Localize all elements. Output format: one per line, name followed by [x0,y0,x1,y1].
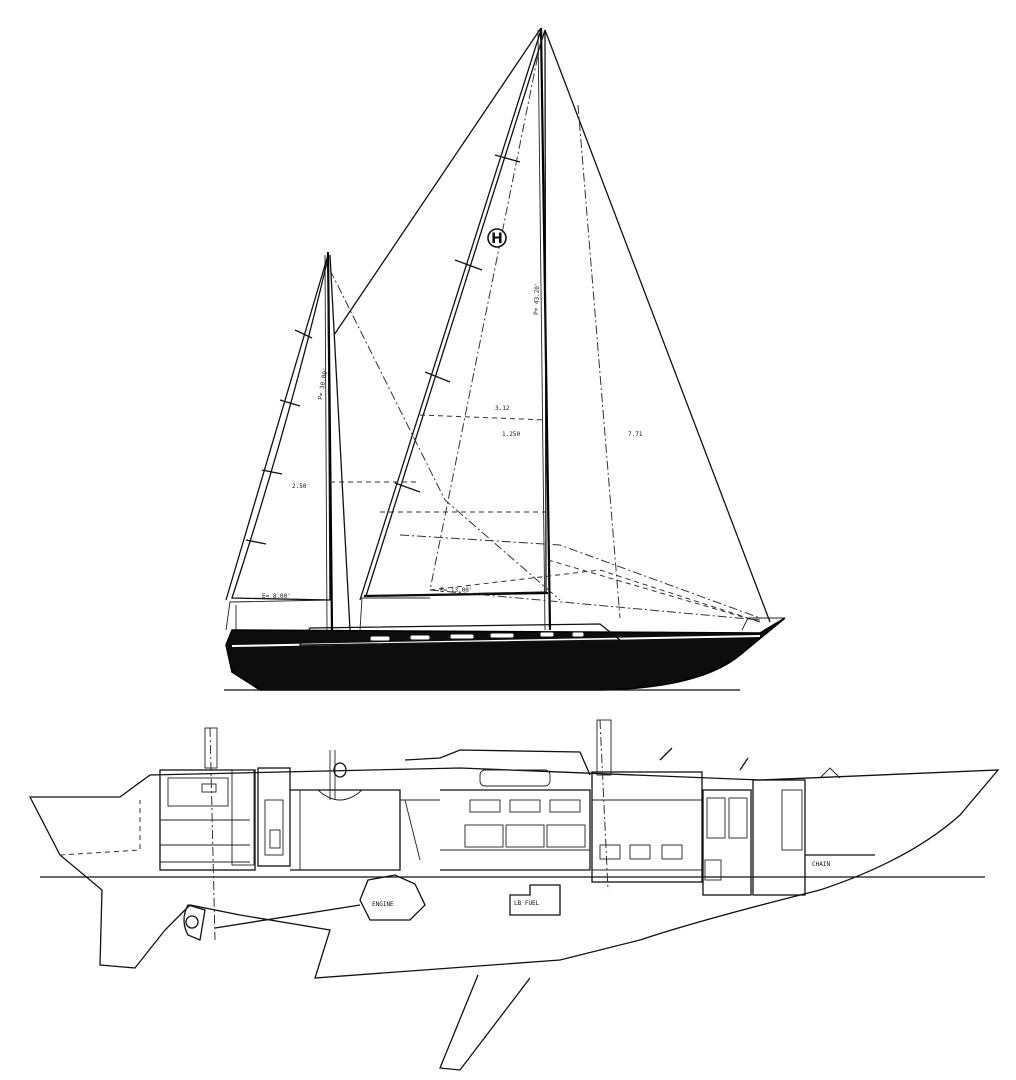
svg-text:H: H [491,231,503,247]
chain-label: CHAIN [812,861,830,868]
engine [359,874,426,921]
rudder [183,904,206,941]
mizzen-backstay [225,254,329,601]
main-foot-label: E= 13.00' [440,587,473,594]
mizzen-area-label: 2.50 [292,483,307,490]
stern-pulpit [225,599,331,631]
genoa-outline [429,39,761,621]
mizzen-battens [245,329,313,545]
forestay-label: 7.71 [628,431,643,438]
sail-plan: H P= 30.00' 2.50 E= 8.00' 3.12 1.250 P= … [224,27,786,691]
keel [439,974,531,1071]
forestay [544,29,771,623]
mizzen-luff-label: P= 30.00' [317,367,330,400]
forward-lockers [599,844,683,860]
main-backstay [333,27,542,336]
main-area-label: 1.250 [502,431,520,438]
interior-profile: ENGINE LB FUEL [28,719,1000,1071]
main-boom [359,597,430,631]
j-label: J= 20.00' [635,631,668,638]
mizzen-foot-label: E= 8.00' [262,593,291,600]
portlights [369,631,585,642]
deckhouse [298,623,622,646]
main-battens [394,154,521,493]
saloon-lockers [464,799,586,848]
mizzen-sail [231,257,331,601]
tank-label: LB FUEL [514,900,540,907]
main-mid-label: 3.12 [495,405,510,412]
engine-label: ENGINE [372,901,394,908]
sail-insignia: H [487,228,507,248]
fuel-tank [509,884,561,916]
mainsail [365,29,547,597]
interior-hull-outline [28,767,1000,979]
main-luff-label: P= 43.20' [533,282,541,315]
